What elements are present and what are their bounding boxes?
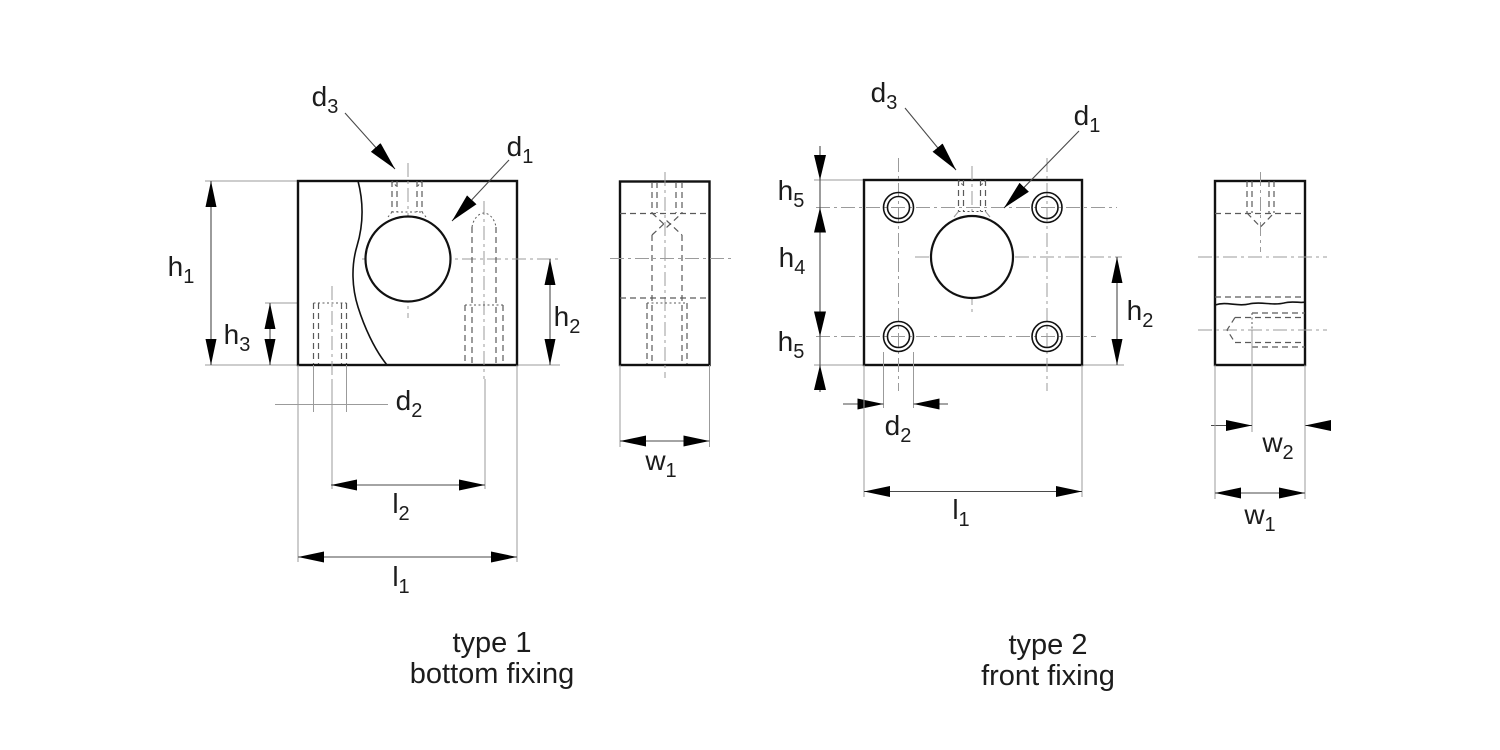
hidden-line	[958, 179, 986, 212]
type2-d2-dimension	[843, 352, 948, 410]
hidden-line	[651, 220, 683, 236]
type1-right-thread-hole	[464, 212, 504, 364]
type2-side-view: w2 w1	[1198, 172, 1331, 536]
dim-label-h2: h2	[554, 301, 581, 338]
dim-label-d3: d3	[312, 81, 339, 118]
hidden-line	[651, 212, 683, 228]
leader-d1	[451, 159, 510, 222]
bolt-hole	[1035, 195, 1059, 220]
bolt-hole	[1031, 191, 1063, 224]
type2-caption: type 2 front fixing	[981, 629, 1115, 692]
break-line	[1214, 301, 1306, 306]
dim-label-l1: l1	[392, 561, 409, 598]
type1-caption-line2: bottom fixing	[410, 658, 574, 690]
hidden-line	[646, 303, 688, 364]
hidden-line	[1235, 316, 1305, 344]
type1-side-view: w1	[610, 172, 733, 482]
type1-dimensions	[205, 112, 556, 563]
leader-d3	[344, 112, 396, 170]
bolt-hole	[1031, 320, 1063, 353]
leader-d3	[904, 107, 957, 171]
hidden-line	[387, 180, 427, 218]
dim-label-w1: w1	[644, 445, 676, 482]
dim-label-l2: l2	[392, 488, 409, 525]
dim-label-h1: h1	[168, 251, 195, 288]
break-line	[352, 180, 388, 366]
dim-label-d1: d1	[1074, 100, 1101, 137]
dimension-arrowhead	[814, 311, 826, 337]
hidden-line	[1246, 181, 1275, 213]
hidden-line	[1246, 212, 1275, 228]
dimension-arrowhead	[814, 365, 826, 390]
type2-w2-dimension	[1211, 330, 1331, 432]
hidden-line	[471, 212, 497, 228]
hidden-line	[651, 235, 683, 364]
extension-line	[1214, 365, 1306, 499]
hidden-line	[1252, 312, 1305, 348]
type1-caption-line1: type 1	[453, 627, 532, 659]
dimension-arrowhead	[814, 207, 826, 233]
bolt-hole	[882, 320, 915, 353]
extension-line	[619, 365, 710, 447]
extension-line	[297, 365, 518, 562]
type1-side-hidden-detail	[620, 182, 710, 364]
bolt-hole	[886, 324, 911, 349]
type2-front-view: d3 d1 h5 h4 h5 h2 d2 l1	[778, 77, 1154, 531]
bolt-hole	[886, 195, 911, 220]
hidden-line	[391, 181, 423, 212]
dimension-arrowhead	[814, 155, 826, 180]
leader-d1	[1003, 130, 1080, 209]
dim-label-h5-bottom: h5	[778, 326, 805, 363]
dim-label-h2: h2	[1127, 295, 1154, 332]
bolt-hole	[882, 191, 915, 224]
dim-label-l1: l1	[952, 494, 969, 531]
hidden-line	[1226, 317, 1236, 343]
dim-label-h4: h4	[779, 242, 806, 279]
type2-d3-hole	[953, 179, 991, 218]
type2-bolt-holes	[882, 191, 1063, 353]
type1-left-thread-hole	[312, 302, 348, 364]
dim-label-d2: d2	[885, 410, 912, 447]
countersink-edge	[953, 211, 991, 218]
hidden-line	[312, 303, 348, 364]
dim-label-d2: d2	[396, 385, 423, 422]
type2-caption-line2: front fixing	[981, 660, 1115, 692]
type1-d3-hole	[387, 180, 427, 218]
hidden-line	[957, 180, 987, 212]
type1-caption: type 1 bottom fixing	[410, 627, 574, 690]
dim-label-w2: w2	[1261, 427, 1293, 464]
hidden-line	[471, 227, 497, 364]
extension-line	[863, 365, 1083, 497]
type2-side-hidden-detail	[1215, 181, 1305, 348]
bolt-hole	[1035, 324, 1059, 349]
type1-bore-circle	[364, 215, 452, 303]
type2-bore-circle	[929, 214, 1015, 300]
type2-caption-line1: type 2	[1009, 629, 1088, 661]
hidden-line	[651, 182, 683, 213]
type1-front-view: d3 d1 h1 h3 h2 d2 l2 l1	[168, 81, 581, 598]
extension-line	[331, 379, 486, 489]
type2-left-dimensions	[814, 146, 826, 392]
dim-label-h5-top: h5	[778, 175, 805, 212]
dim-label-d1: d1	[507, 131, 534, 168]
dim-label-h3: h3	[224, 319, 251, 356]
dim-label-w1: w1	[1243, 499, 1275, 536]
dim-label-d3: d3	[871, 77, 898, 114]
